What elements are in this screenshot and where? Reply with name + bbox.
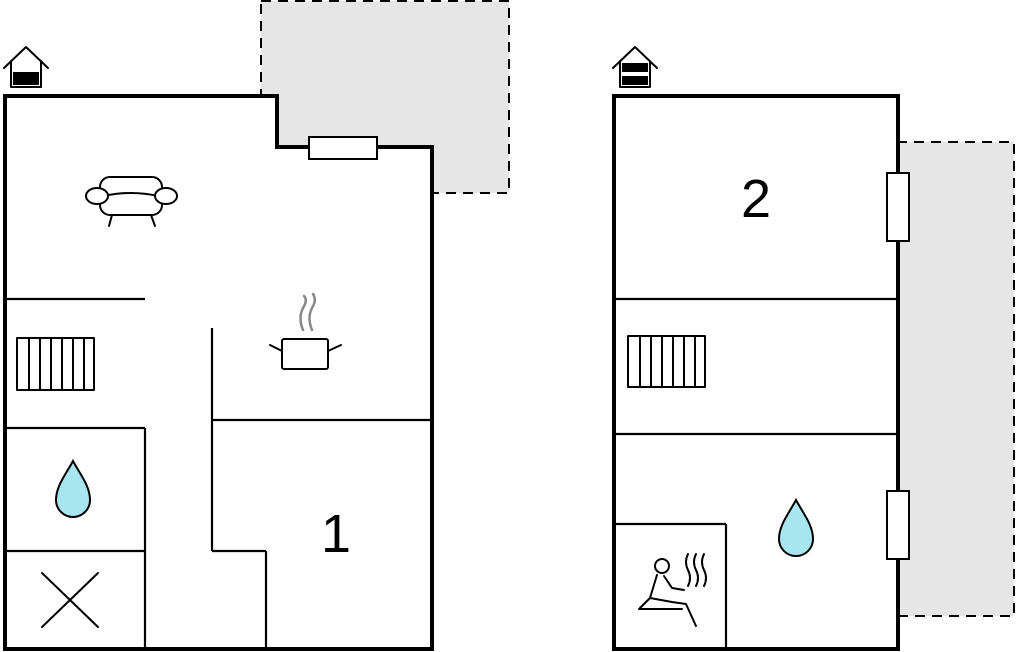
window bbox=[308, 136, 378, 160]
stairs-icon bbox=[627, 335, 706, 388]
sauna-person-icon bbox=[638, 553, 707, 627]
ground-floor: 1 bbox=[3, 0, 510, 651]
window bbox=[886, 490, 910, 560]
terrace-area bbox=[896, 141, 1015, 617]
cooking-pot-icon bbox=[269, 292, 342, 370]
window bbox=[886, 172, 910, 242]
cross-icon bbox=[41, 572, 99, 628]
interior-walls bbox=[5, 297, 432, 649]
interior-walls bbox=[614, 297, 898, 649]
upper-floor: 2 bbox=[612, 46, 1015, 651]
water-drop-icon bbox=[777, 497, 815, 557]
house-level-ground-icon bbox=[3, 46, 49, 88]
ground-floor-outline bbox=[3, 94, 434, 651]
house-level-upper-icon bbox=[612, 46, 658, 88]
water-drop-icon bbox=[54, 458, 92, 518]
room-number-2: 2 bbox=[741, 169, 771, 229]
room-number-1: 1 bbox=[321, 504, 351, 564]
stairs-icon bbox=[16, 337, 95, 391]
sofa-icon bbox=[85, 176, 178, 227]
